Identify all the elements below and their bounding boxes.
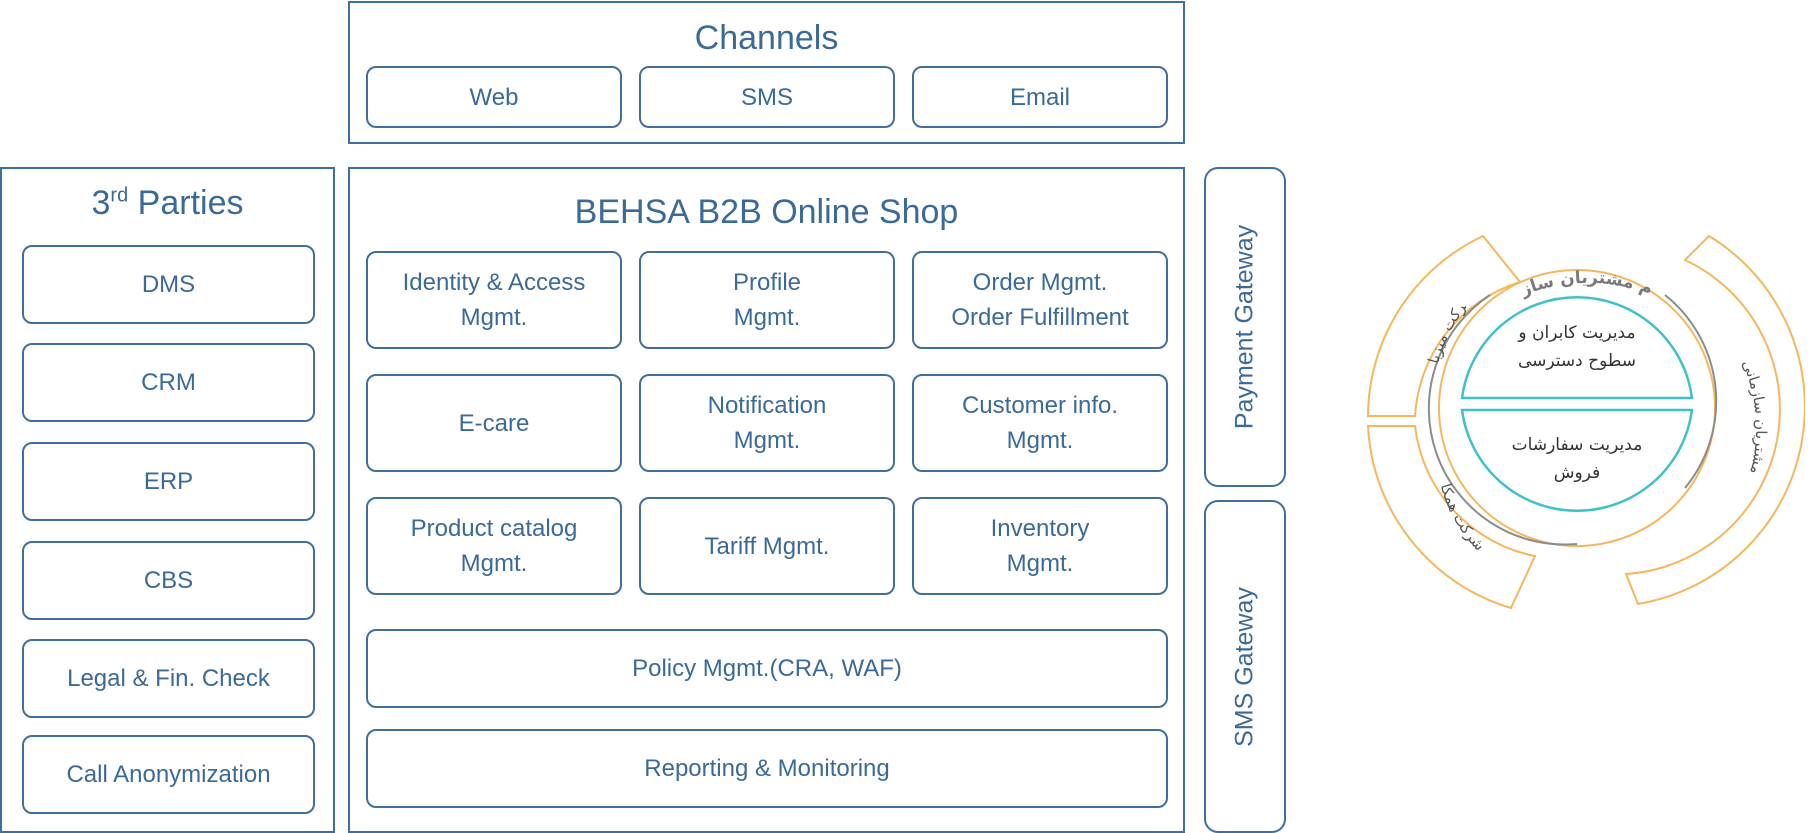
inner-top-line-1: مدیریت کابران و bbox=[1517, 323, 1635, 343]
module-notification: Notification Mgmt. bbox=[639, 374, 895, 472]
module-tariff: Tariff Mgmt. bbox=[639, 497, 895, 595]
platform-wheel-diagram: پلتفرم مشتریان سازمانی مدیریت کابران و س… bbox=[1355, 228, 1805, 610]
module-identity-access: Identity & Access Mgmt. bbox=[366, 251, 622, 349]
third-parties-title: 3rd Parties bbox=[91, 184, 244, 222]
payment-gateway: Payment Gateway bbox=[1204, 167, 1286, 487]
sms-gateway: SMS Gateway bbox=[1204, 500, 1286, 833]
third-parties-panel: 3rd Parties DMS CRM ERP CBS Legal & Fin.… bbox=[0, 167, 335, 833]
third-party-dms: DMS bbox=[22, 245, 315, 324]
channel-email: Email bbox=[912, 66, 1168, 128]
sms-gateway-label: SMS Gateway bbox=[1230, 586, 1259, 747]
module-profile: Profile Mgmt. bbox=[639, 251, 895, 349]
segment-left-bottom-shape bbox=[1366, 425, 1537, 610]
module-e-care: E-care bbox=[366, 374, 622, 472]
channel-web: Web bbox=[366, 66, 622, 128]
middle-ring-orange bbox=[1438, 269, 1716, 547]
module-inventory: Inventory Mgmt. bbox=[912, 497, 1168, 595]
channels-panel: Channels Web SMS Email bbox=[348, 1, 1185, 144]
module-product-catalog: Product catalog Mgmt. bbox=[366, 497, 622, 595]
module-reporting: Reporting & Monitoring bbox=[366, 729, 1168, 808]
inner-top-half bbox=[1460, 295, 1694, 400]
payment-gateway-label: Payment Gateway bbox=[1230, 224, 1259, 430]
inner-bottom-line-1: مدیریت سفارشات bbox=[1512, 435, 1643, 455]
middle-ring-gray bbox=[1427, 294, 1578, 546]
segment-right-shape bbox=[1624, 234, 1805, 606]
third-party-erp: ERP bbox=[22, 442, 315, 521]
module-order: Order Mgmt. Order Fulfillment bbox=[912, 251, 1168, 349]
third-party-cbs: CBS bbox=[22, 541, 315, 620]
inner-bottom-line-2: فروش bbox=[1554, 463, 1600, 483]
module-customer-info: Customer info. Mgmt. bbox=[912, 374, 1168, 472]
inner-bottom-half bbox=[1460, 408, 1694, 513]
third-party-call-anonymization: Call Anonymization bbox=[22, 735, 315, 814]
segment-left-top-shape bbox=[1366, 234, 1522, 417]
channel-sms: SMS bbox=[639, 66, 895, 128]
inner-top-line-2: سطوح دسترسی bbox=[1518, 351, 1636, 371]
third-party-crm: CRM bbox=[22, 343, 315, 422]
segment-right-label: مشتریان سازمانی bbox=[1739, 357, 1771, 476]
online-shop-panel: BEHSA B2B Online Shop Identity & Access … bbox=[348, 167, 1185, 833]
online-shop-title: BEHSA B2B Online Shop bbox=[574, 193, 959, 231]
third-party-legal-fin-check: Legal & Fin. Check bbox=[22, 639, 315, 718]
module-policy: Policy Mgmt.(CRA, WAF) bbox=[366, 629, 1168, 708]
channels-title: Channels bbox=[694, 19, 839, 57]
